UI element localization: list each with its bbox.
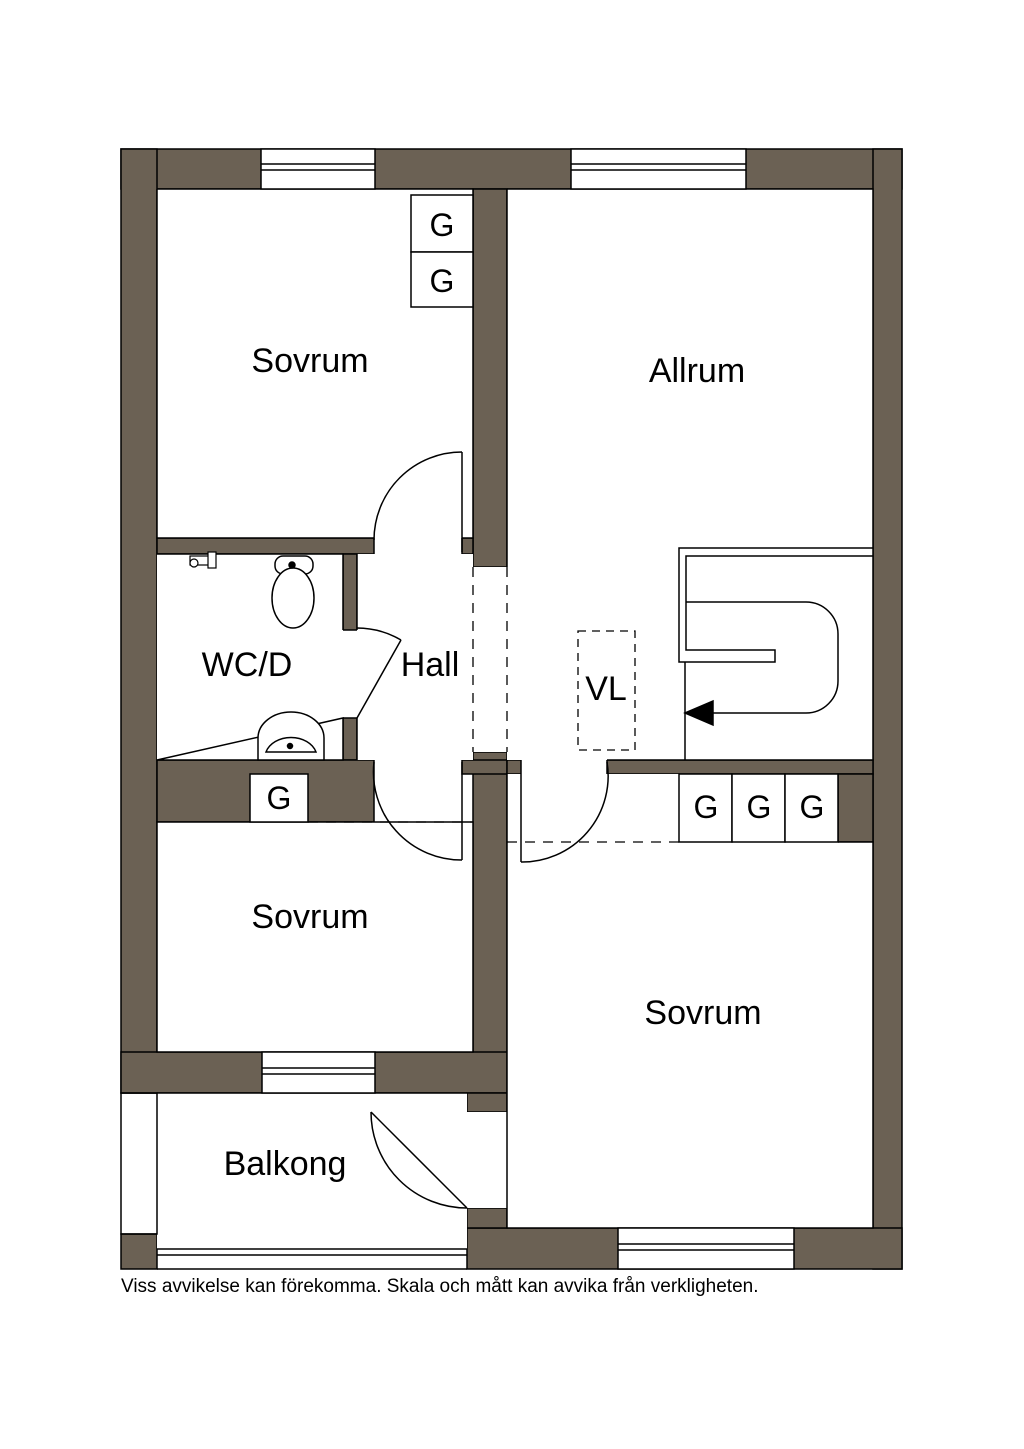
disclaimer-text: Viss avvikelse kan förekomma. Skala och … — [121, 1276, 759, 1297]
closet-middle — [249, 773, 309, 823]
stairs — [678, 547, 873, 760]
window-middle-bedroom — [261, 1051, 376, 1094]
room-label-allrum: Allrum — [649, 352, 745, 390]
closet-label: G — [430, 207, 455, 243]
closet-right-2 — [731, 773, 786, 843]
closet-label: G — [800, 789, 825, 825]
closet-label: G — [267, 780, 292, 816]
windows — [260, 148, 795, 1270]
faucet-icon — [189, 551, 217, 569]
sink-icon — [257, 711, 325, 761]
closet-label: G — [747, 789, 772, 825]
closet-top-2 — [410, 251, 474, 308]
closet-top-1 — [410, 194, 474, 253]
closet-label: G — [430, 263, 455, 299]
window-top-left — [260, 148, 376, 190]
closets — [249, 194, 839, 843]
vl-area — [577, 630, 636, 751]
room-label-hall: Hall — [401, 646, 460, 684]
room-label-sovrum-middle: Sovrum — [251, 898, 368, 936]
window-bottom-right — [617, 1227, 795, 1270]
closet-right-3 — [784, 773, 839, 843]
closet-label: G — [694, 789, 719, 825]
room-label-sovrum-right: Sovrum — [644, 994, 761, 1032]
window-top-right — [570, 148, 747, 190]
room-label-balkong: Balkong — [224, 1145, 347, 1183]
room-label-sovrum-top: Sovrum — [251, 342, 368, 380]
room-label-wcd: WC/D — [202, 646, 293, 684]
stair-arrow-icon — [683, 699, 714, 727]
room-label-vl: VL — [585, 670, 627, 708]
doors — [356, 451, 609, 1209]
toilet-icon — [271, 555, 315, 629]
